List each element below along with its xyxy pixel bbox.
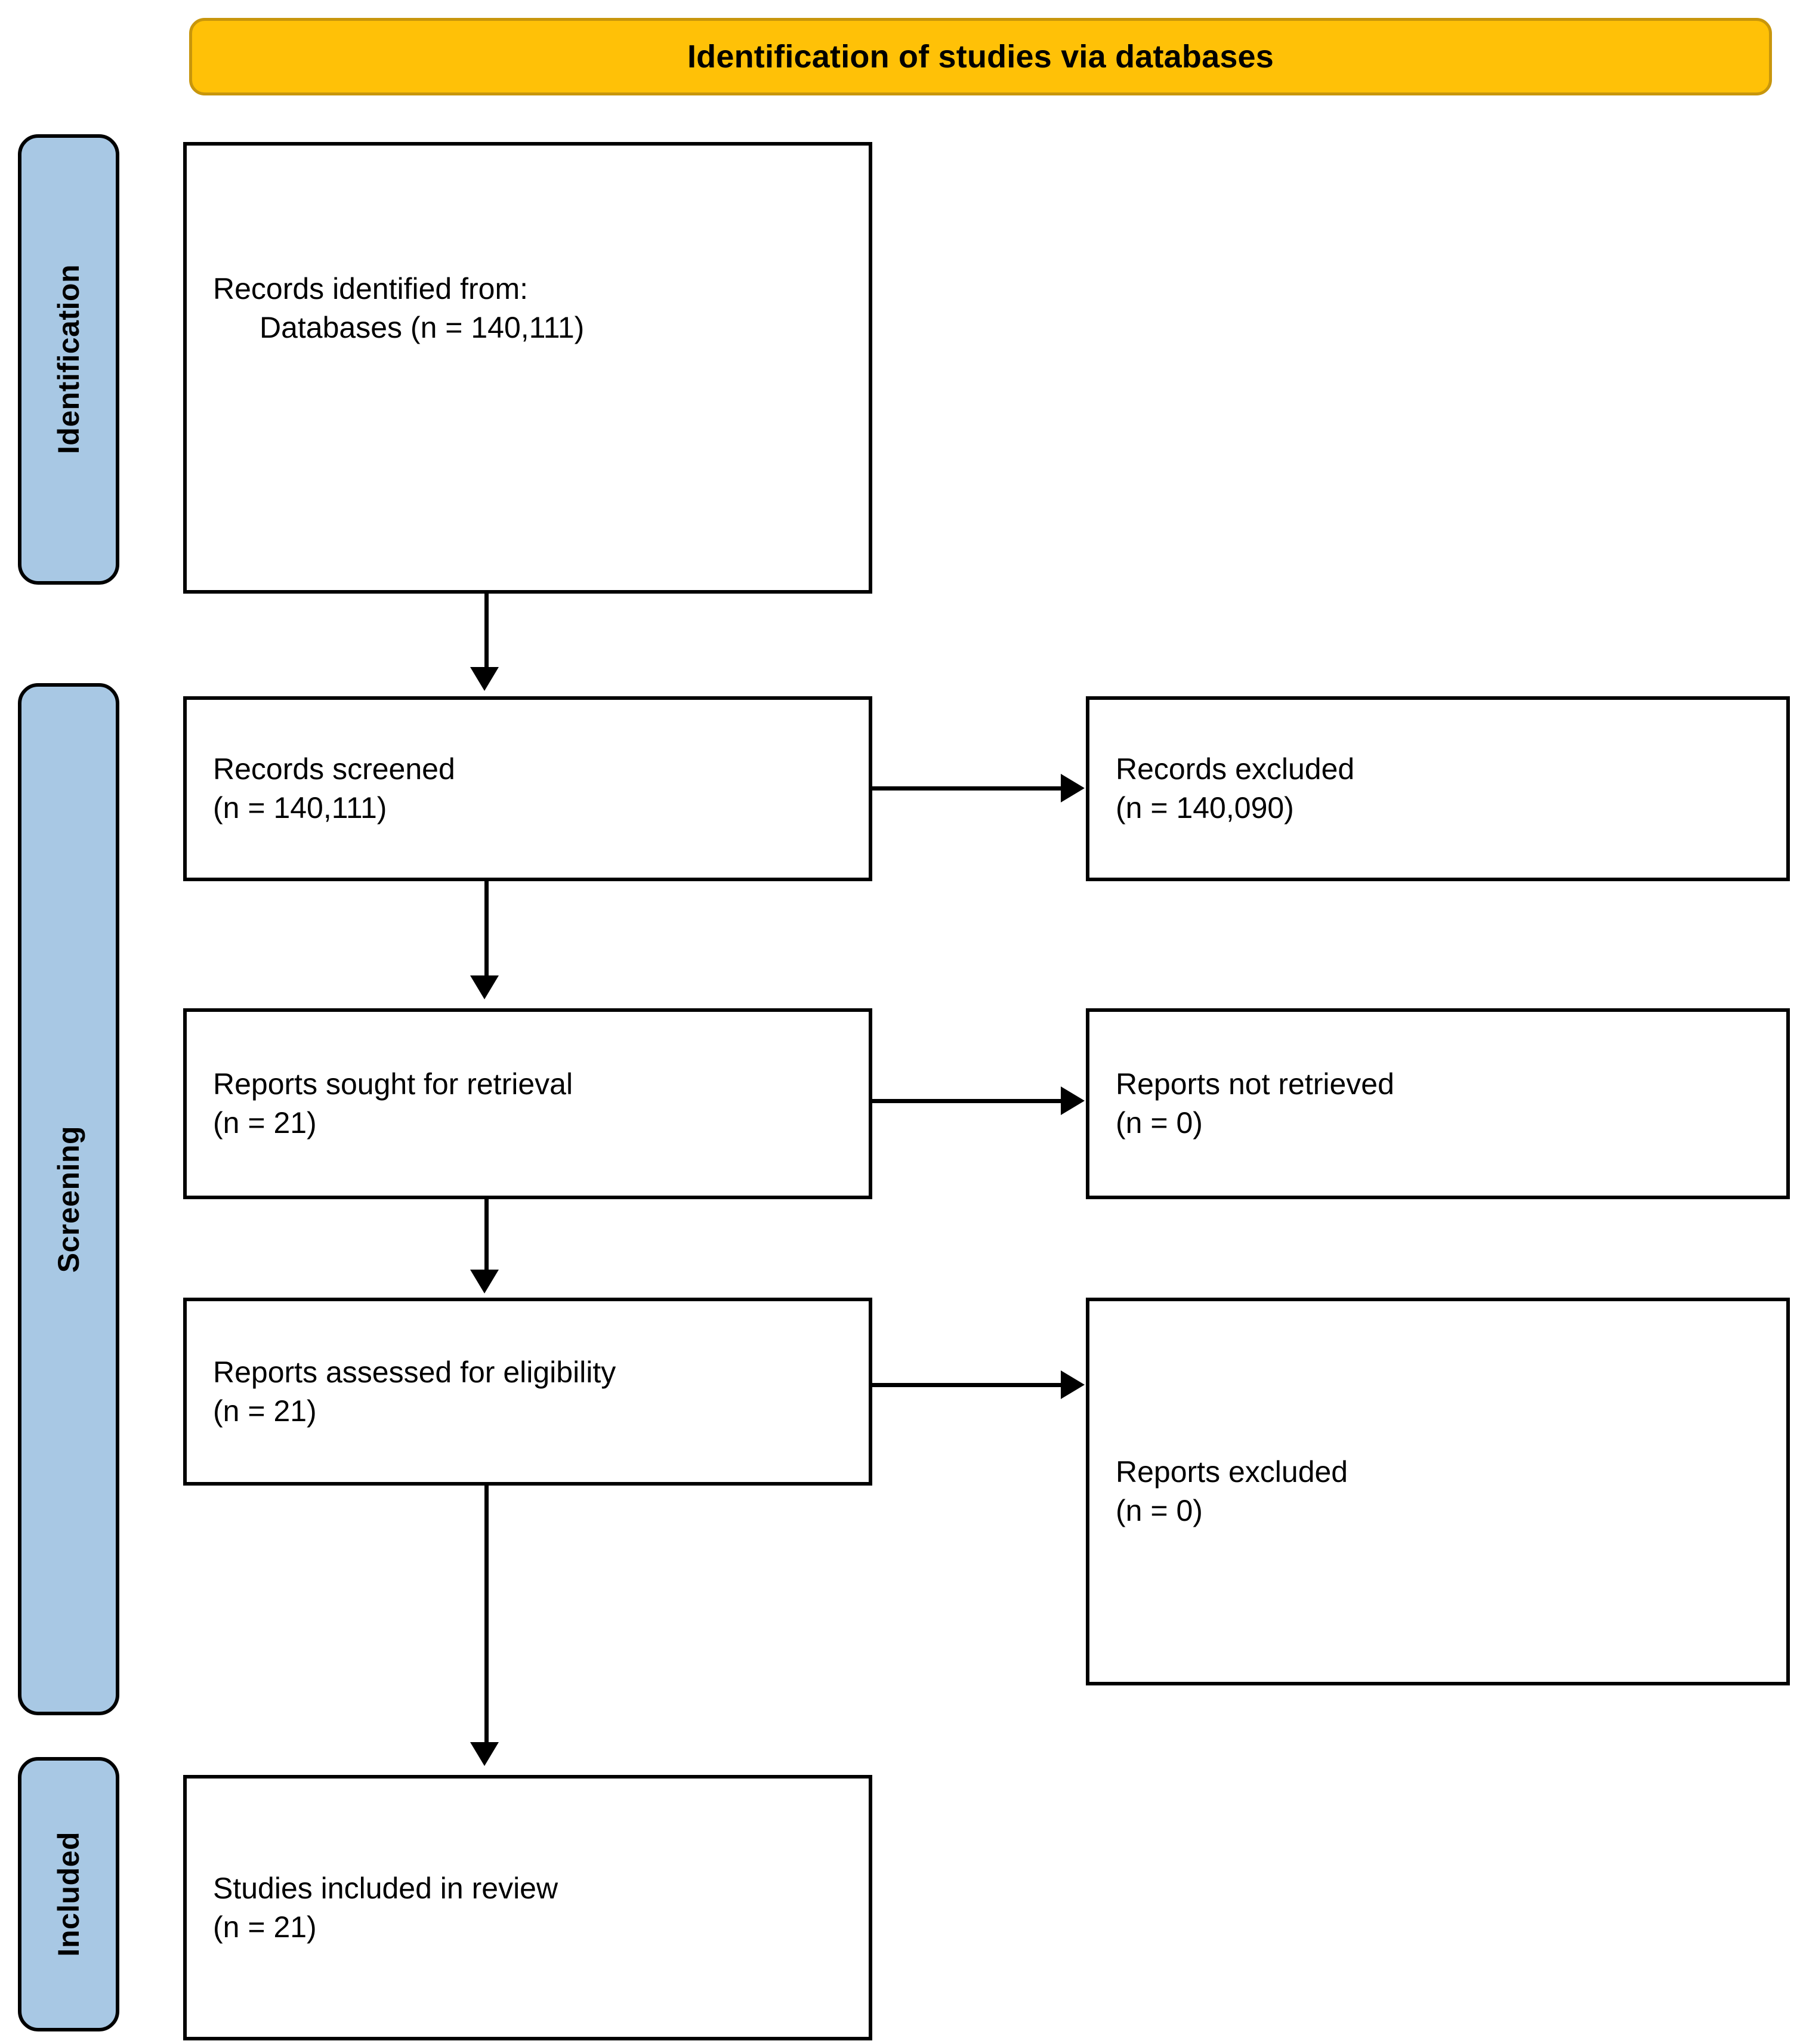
box-records-screened-line2: (n = 140,111)	[213, 791, 387, 825]
connector-screened-to-sought	[484, 881, 489, 977]
box-reports-sought-line1: Reports sought for retrieval	[213, 1067, 573, 1101]
connector-sought-to-assessed	[484, 1199, 489, 1272]
box-records-screened-line1: Records screened	[213, 752, 455, 786]
box-reports-excluded: Reports excluded (n = 0)	[1086, 1298, 1790, 1685]
box-reports-assessed-line1: Reports assessed for eligibility	[213, 1355, 616, 1389]
box-records-identified-line1: Records identified from:	[213, 272, 529, 305]
box-records-screened: Records screened (n = 140,111)	[183, 696, 872, 881]
arrowhead-down-icon	[470, 667, 499, 691]
arrowhead-right-icon	[1061, 774, 1085, 802]
header-banner: Identification of studies via databases	[189, 18, 1772, 95]
box-records-identified: Records identified from: Databases (n = …	[183, 142, 872, 594]
connector-assessed-to-included	[484, 1486, 489, 1748]
box-reports-sought-line2: (n = 21)	[213, 1106, 317, 1140]
stage-pill-identification: Identification	[18, 134, 119, 585]
box-studies-included: Studies included in review (n = 21)	[183, 1775, 872, 2040]
page-title: Identification of studies via databases	[687, 39, 1274, 75]
stage-label-included: Included	[52, 1832, 85, 1957]
stage-pill-included: Included	[18, 1757, 119, 2031]
connector-sought-to-not-retrieved	[872, 1099, 1063, 1103]
arrowhead-right-icon	[1061, 1086, 1085, 1115]
box-studies-included-line2: (n = 21)	[213, 1910, 317, 1944]
box-records-excluded-line1: Records excluded	[1116, 752, 1355, 786]
box-reports-excluded-line2: (n = 0)	[1116, 1494, 1203, 1527]
connector-assessed-to-reports-excluded	[872, 1383, 1063, 1387]
arrowhead-right-icon	[1061, 1370, 1085, 1399]
box-records-excluded-line2: (n = 140,090)	[1116, 791, 1294, 825]
connector-screened-to-records-excluded	[872, 786, 1063, 791]
arrowhead-down-icon	[470, 975, 499, 999]
box-studies-included-line1: Studies included in review	[213, 1871, 558, 1905]
box-reports-sought: Reports sought for retrieval (n = 21)	[183, 1008, 872, 1199]
box-records-excluded: Records excluded (n = 140,090)	[1086, 696, 1790, 881]
box-reports-assessed-line2: (n = 21)	[213, 1394, 317, 1428]
arrowhead-down-icon	[470, 1270, 499, 1293]
connector-identified-to-screened	[484, 594, 489, 671]
box-reports-not-retrieved-line2: (n = 0)	[1116, 1106, 1203, 1140]
box-reports-excluded-line1: Reports excluded	[1116, 1455, 1348, 1489]
stage-label-identification: Identification	[52, 264, 85, 455]
stage-label-screening: Screening	[52, 1125, 85, 1273]
box-records-identified-line2: Databases (n = 140,111)	[260, 311, 585, 344]
arrowhead-down-icon	[470, 1742, 499, 1766]
box-reports-assessed: Reports assessed for eligibility (n = 21…	[183, 1298, 872, 1486]
box-reports-not-retrieved-line1: Reports not retrieved	[1116, 1067, 1394, 1101]
box-reports-not-retrieved: Reports not retrieved (n = 0)	[1086, 1008, 1790, 1199]
stage-pill-screening: Screening	[18, 683, 119, 1715]
